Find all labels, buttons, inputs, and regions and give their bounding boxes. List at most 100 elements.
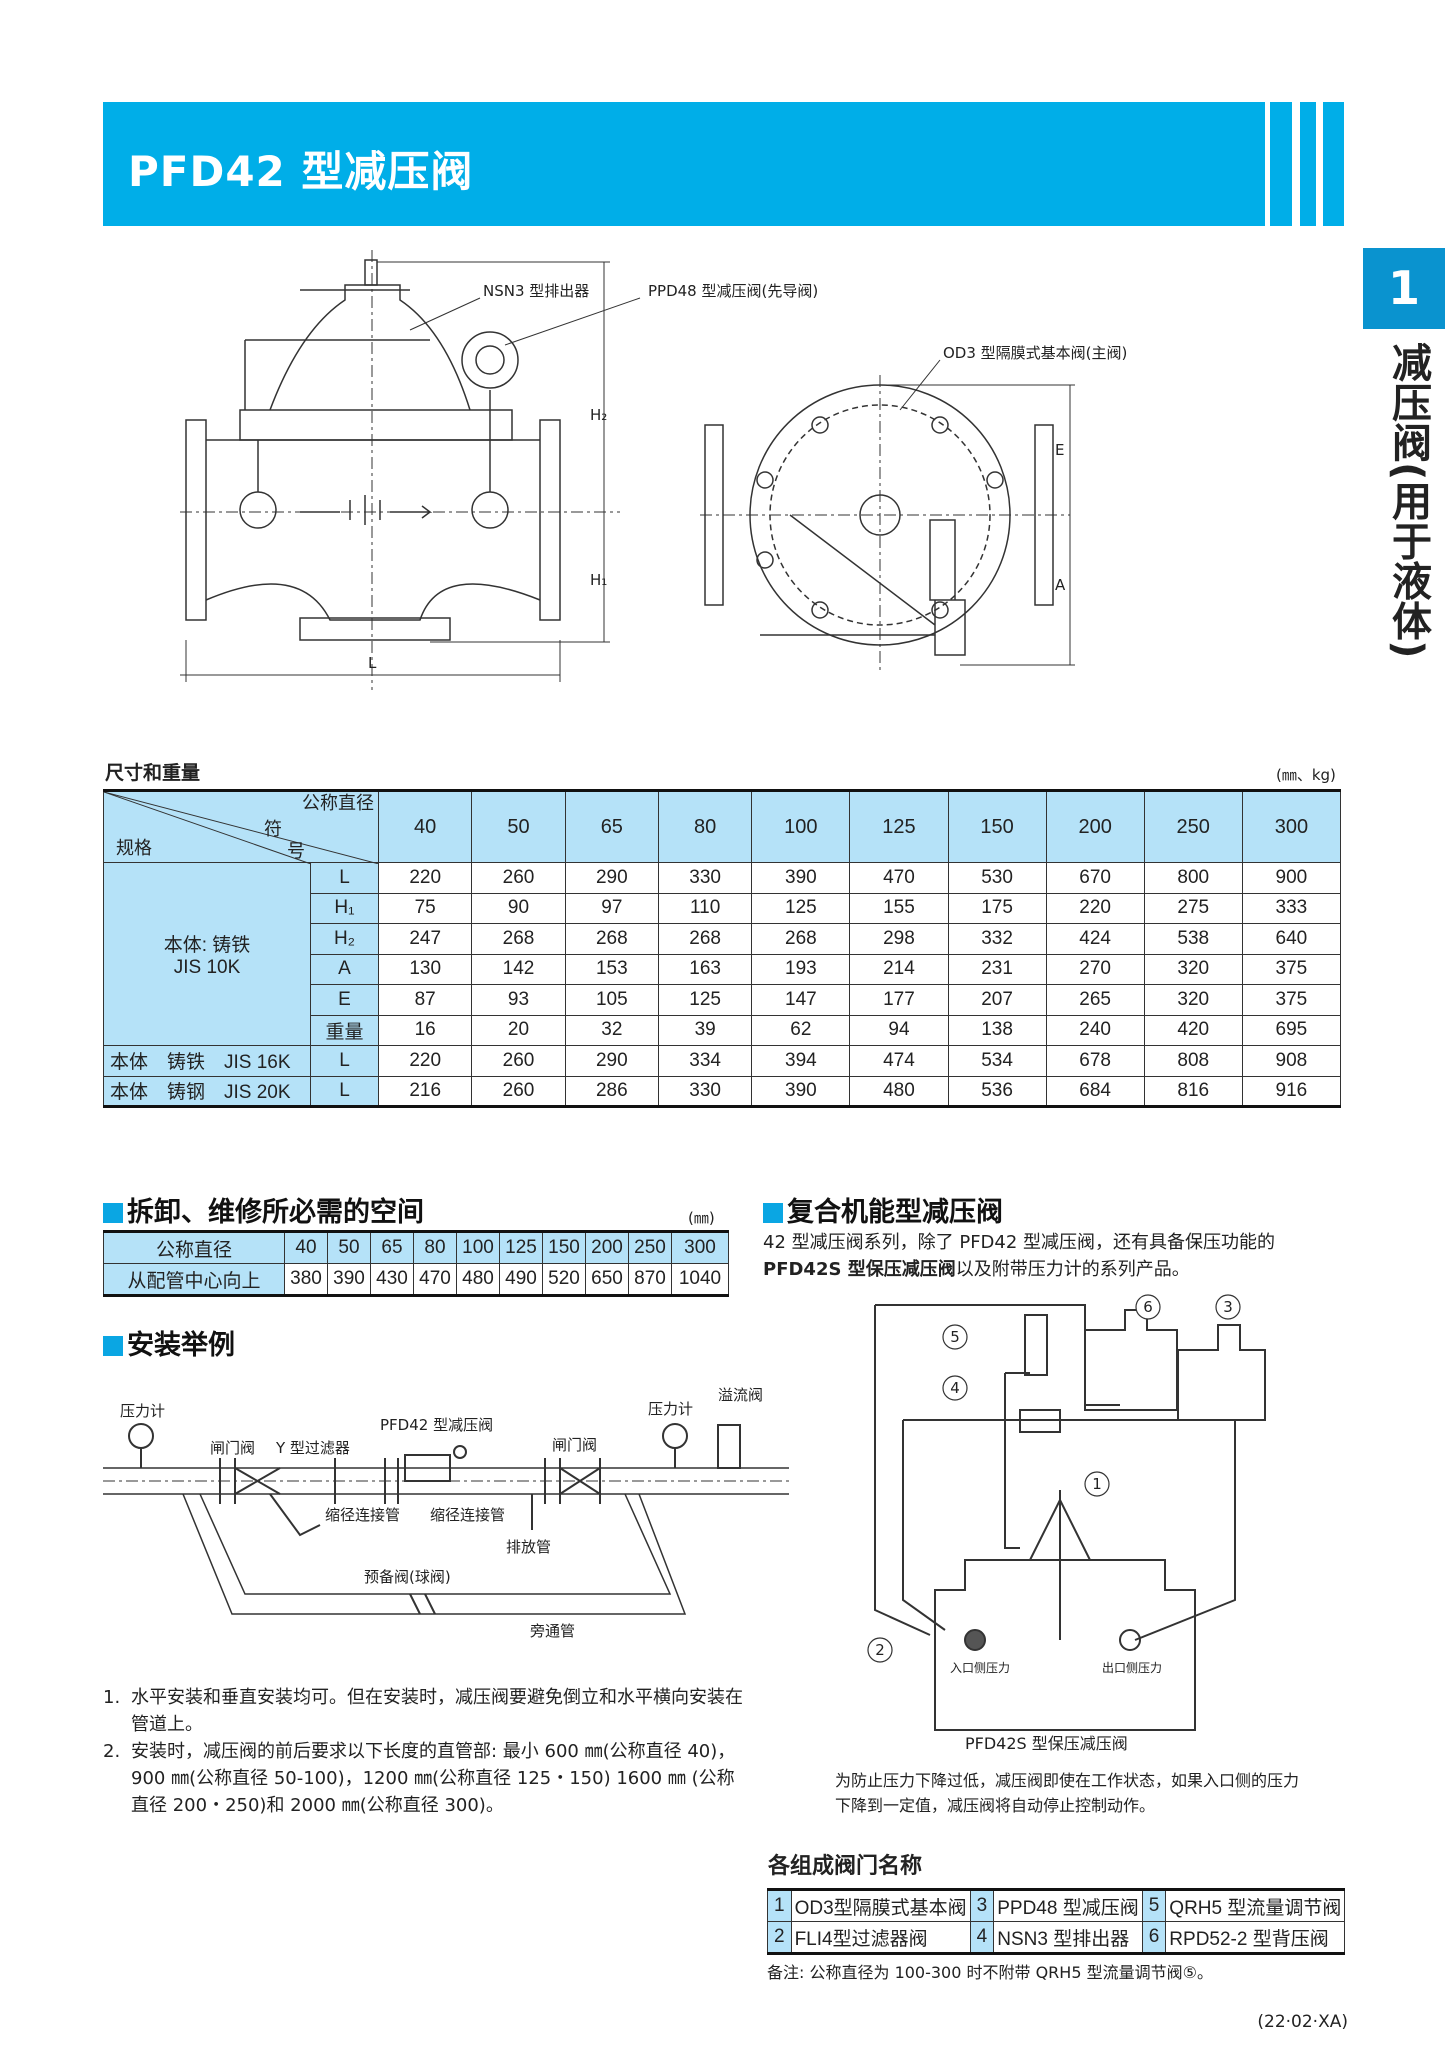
intro-bold: PFD42S 型保压减压阀 [763,1259,956,1280]
intro-text: 42 型减压阀系列，除了 PFD42 型减压阀，还有具备保压功能的 [763,1232,1276,1253]
col-header: 80 [413,1231,457,1264]
value-cell: 916 [1241,1075,1342,1107]
spec-cell: 本体 铸铁 JIS 16K [103,1045,311,1077]
value-cell: 220 [1045,892,1145,924]
label-drain: 排放管 [506,1538,551,1556]
value-cell: 286 [564,1075,659,1107]
value-cell: 260 [471,1075,566,1107]
value-cell: 390 [327,1263,371,1296]
value-cell: 75 [377,892,473,924]
value-cell: 268 [751,923,851,955]
value-cell: 270 [1045,953,1145,985]
section-number-tab: 1 [1363,248,1445,329]
symbol-cell: L [310,1075,379,1107]
label-relief-valve: 溢流阀 [718,1386,763,1404]
value-cell: 177 [849,984,949,1016]
symbol-cell: 重量 [310,1014,379,1046]
pfd42s-diagram [867,1294,1266,1731]
value-cell: 231 [947,953,1047,985]
composite-intro: 42 型减压阀系列，除了 PFD42 型减压阀，还有具备保压功能的 PFD42S … [763,1229,1403,1283]
value-cell: 290 [564,862,659,894]
value-cell: 275 [1143,892,1243,924]
valve-front-view [180,250,641,690]
marker-5: 5 [950,1328,960,1346]
value-cell: 16 [377,1014,473,1046]
col-header: 100 [751,790,851,863]
composite-title-text: 复合机能型减压阀 [787,1197,1003,1228]
title-banner [103,102,1265,226]
value-cell: 332 [947,923,1047,955]
label-y-strainer: Y 型过滤器 [275,1439,350,1457]
col-header: 250 [628,1231,672,1264]
value-cell: 163 [657,953,753,985]
value-cell: 375 [1241,984,1342,1016]
header-symbol-a: 符 [264,819,282,839]
value-cell: 330 [657,862,753,894]
col-header: 125 [499,1231,543,1264]
dim-l: L [368,654,377,672]
col-header: 200 [585,1231,629,1264]
value-cell: 207 [947,984,1047,1016]
header-spec: 规格 [116,838,152,858]
component-number: 5 [1141,1889,1167,1922]
value-cell: 97 [564,892,659,924]
row-label: 从配管中心向上 [103,1263,285,1296]
col-header: 300 [1241,790,1342,863]
marker-3: 3 [1223,1298,1233,1316]
symbol-cell: L [310,1045,379,1077]
value-cell: 678 [1045,1045,1145,1077]
removal-section-title: 拆卸、维修所必需的空间 [103,1190,424,1229]
component-name: PPD48 型减压阀 [993,1889,1143,1922]
valve-side-view [700,359,1075,670]
removal-unit: (㎜) [688,1209,715,1227]
value-cell: 130 [377,953,473,985]
value-cell: 193 [751,953,851,985]
note-number: 2. [103,1741,121,1762]
label-outlet-pressure: 出口侧压力 [1102,1661,1162,1675]
component-name: OD3型隔膜式基本阀 [790,1889,971,1922]
note-item: 2. 安装时，减压阀的前后要求以下长度的直管部: 最小 600 ㎜(公称直径 40… [103,1738,743,1819]
value-cell: 695 [1241,1014,1342,1046]
value-cell: 220 [377,862,473,894]
col-header: 40 [284,1231,328,1264]
install-title-text: 安装举例 [127,1330,235,1361]
symbol-cell: H₁ [310,892,379,924]
symbol-cell: A [310,953,379,985]
note-text: 安装时，减压阀的前后要求以下长度的直管部: 最小 600 ㎜(公称直径 40)，… [131,1741,736,1816]
spec-label: JIS 10K [173,956,241,978]
banner-stripe [1300,102,1316,226]
note-number: 1. [103,1687,121,1708]
marker-2: 2 [875,1641,885,1659]
value-cell: 175 [947,892,1047,924]
col-header: 80 [657,790,753,863]
value-cell: 640 [1241,923,1342,955]
component-number: 6 [1141,1921,1167,1954]
row-label: 公称直径 [103,1231,285,1264]
value-cell: 536 [947,1075,1047,1107]
installation-diagram [103,1423,789,1615]
col-header: 125 [849,790,949,863]
value-cell: 380 [284,1263,328,1296]
install-notes: 1.水平安装和垂直安装均可。但在安装时，减压阀要避免倒立和水平横向安装在管道上。… [103,1684,743,1819]
value-cell: 138 [947,1014,1047,1046]
value-cell: 430 [370,1263,414,1296]
value-cell: 816 [1143,1075,1243,1107]
symbol-cell: E [310,984,379,1016]
label-gauge-1: 压力计 [120,1402,165,1420]
label-ppd48: PPD48 型减压阀(先导阀) [648,282,818,300]
value-cell: 260 [471,1045,566,1077]
value-cell: 32 [564,1014,659,1046]
value-cell: 534 [947,1045,1047,1077]
col-header: 200 [1045,790,1145,863]
value-cell: 650 [585,1263,629,1296]
value-cell: 375 [1241,953,1342,985]
component-number: 4 [969,1921,995,1954]
composite-description: 为防止压力下降过低，减压阀即使在工作状态，如果入口侧的压力下降到一定值，减压阀将… [835,1771,1300,1815]
diagram-caption: PFD42S 型保压减压阀 [965,1734,1128,1753]
symbol-cell: L [310,862,379,894]
dim-h1: H₁ [590,571,607,589]
dim-a: A [1055,576,1066,594]
